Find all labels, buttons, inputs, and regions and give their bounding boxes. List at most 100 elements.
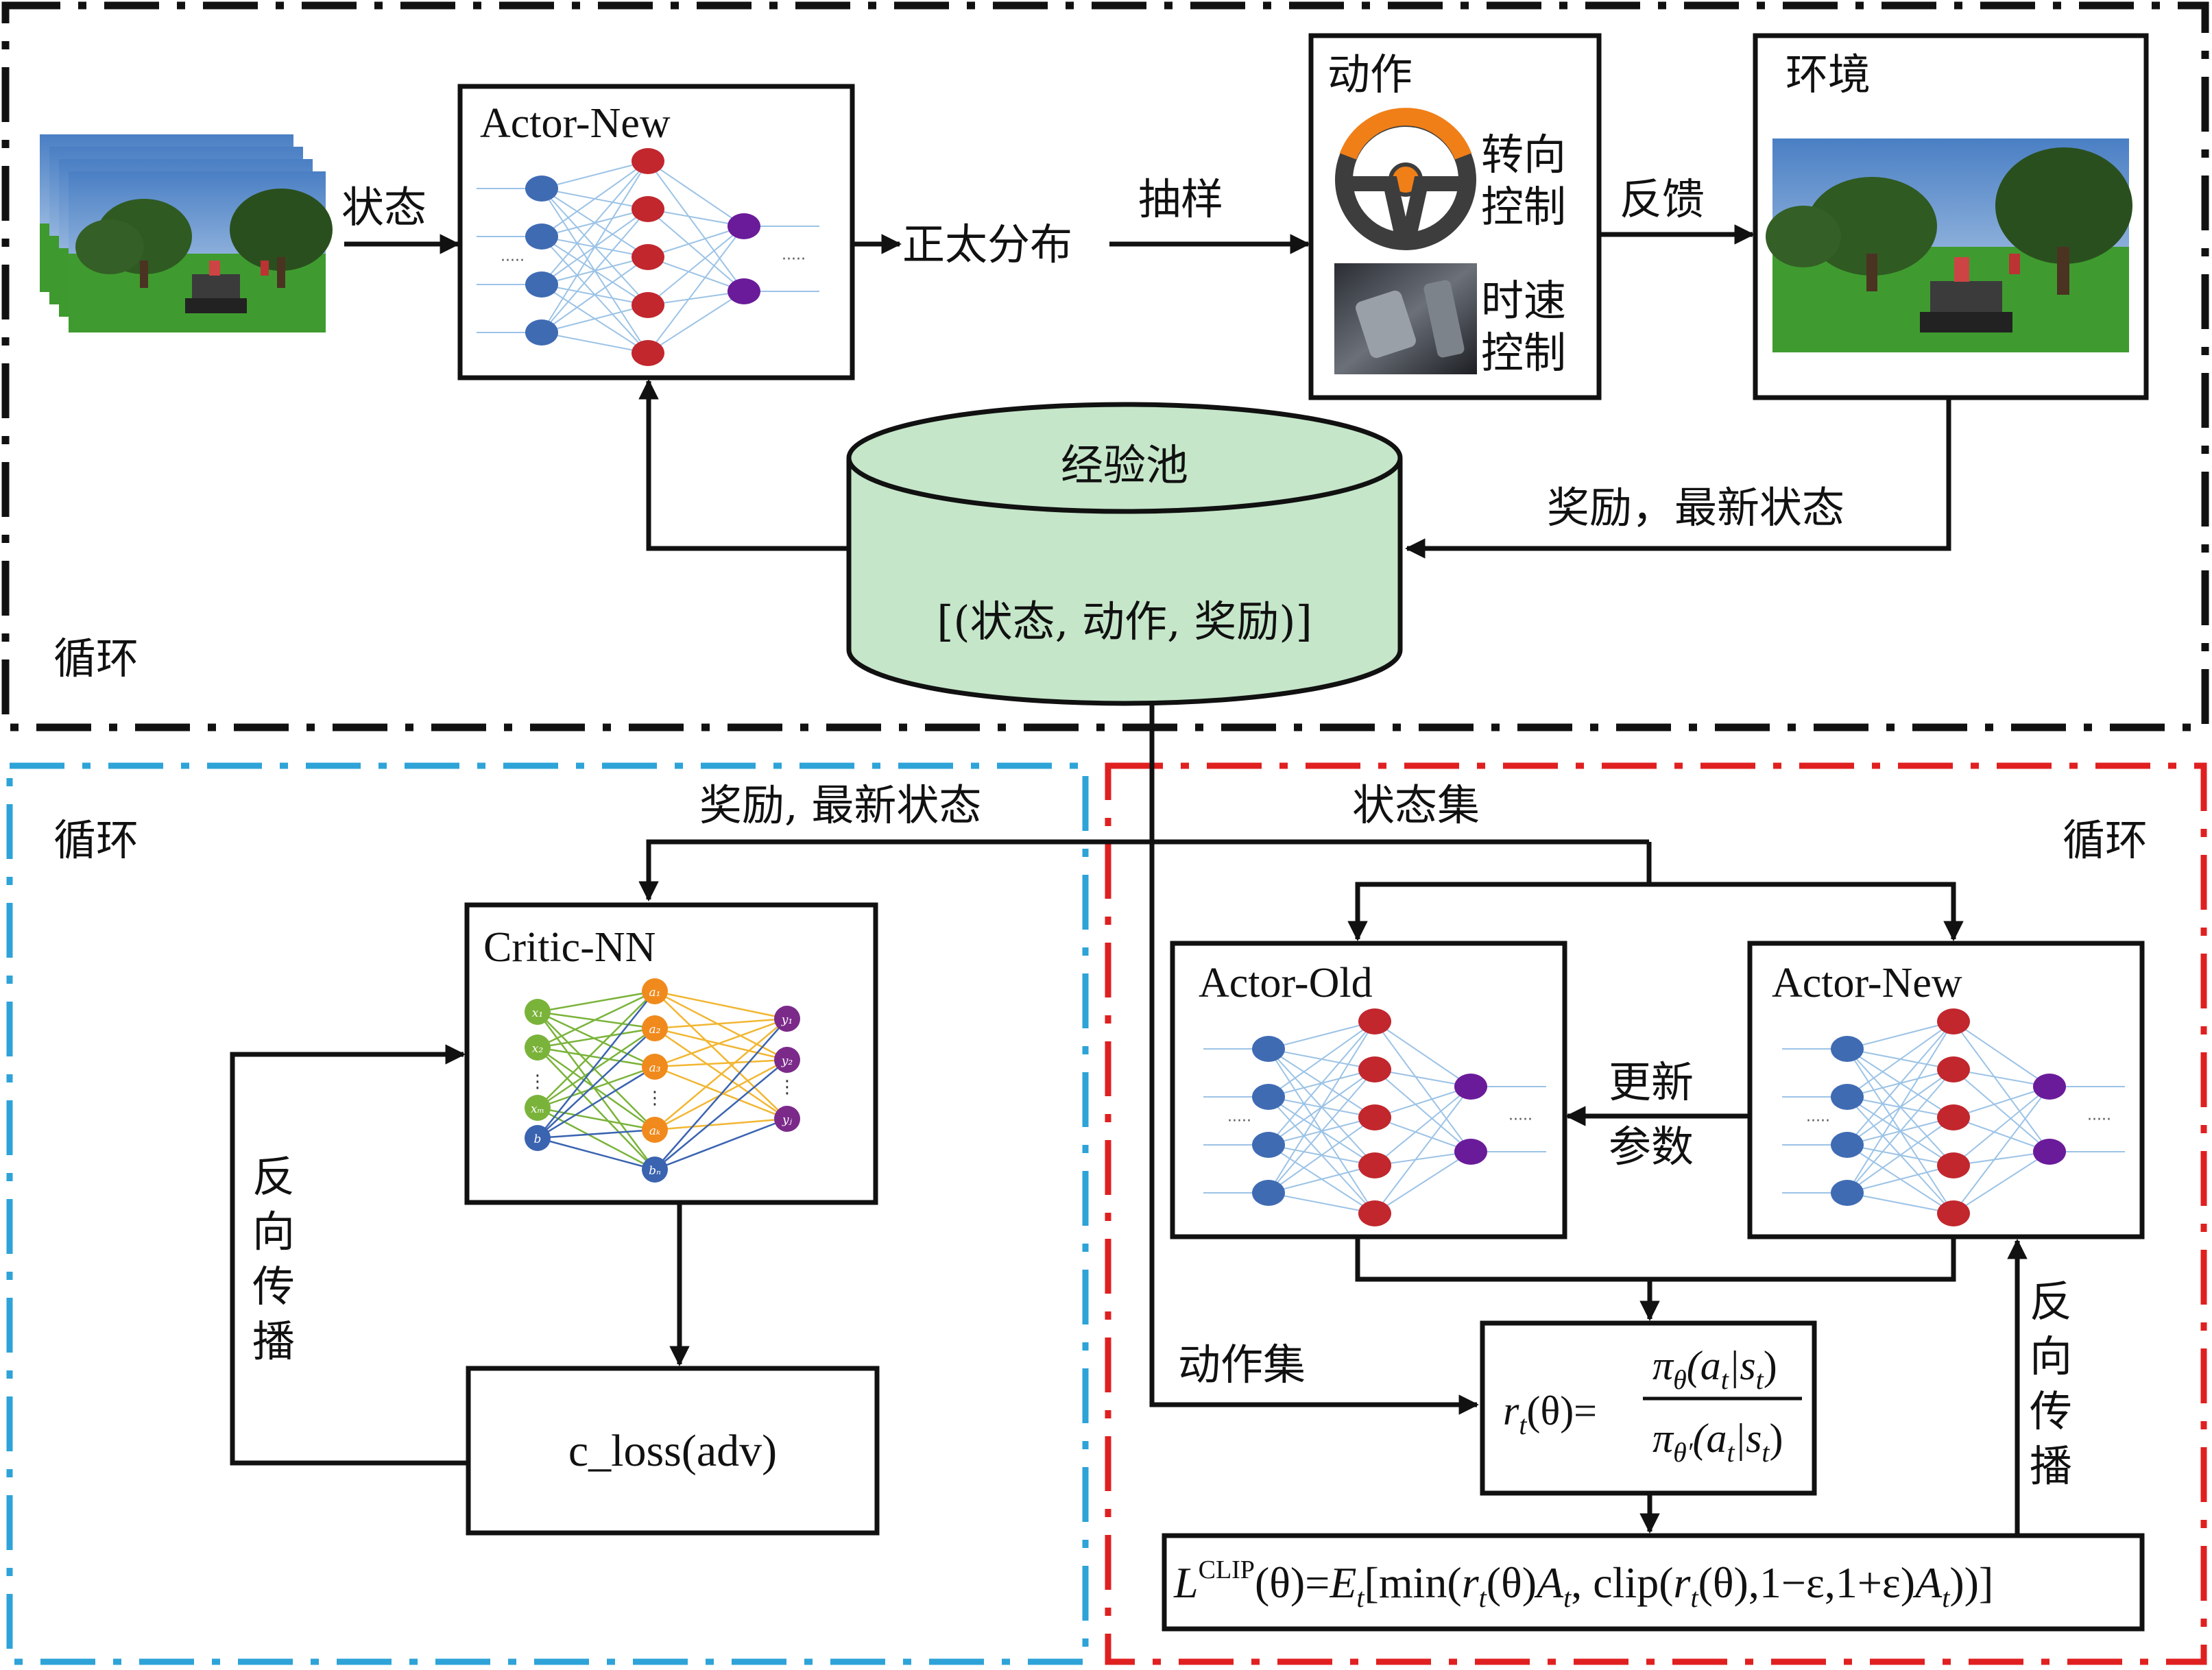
state-set-to-new-arrow bbox=[1649, 882, 1964, 941]
svg-text:反: 反 bbox=[2030, 1276, 2072, 1327]
actor-backprop-label: 反 向 传 播 bbox=[2030, 1276, 2072, 1491]
action-set-label: 动作集 bbox=[1178, 1340, 1306, 1390]
critic-node-label: bₙ bbox=[649, 1164, 661, 1178]
svg-text:播: 播 bbox=[252, 1316, 295, 1366]
pedal-image bbox=[1334, 263, 1477, 374]
actor-old-box bbox=[1170, 941, 1567, 1239]
critic-node-label: x₂ bbox=[532, 1042, 544, 1056]
speed-label-2: 控制 bbox=[1481, 328, 1566, 378]
ratio-formula-box bbox=[1480, 1320, 1817, 1496]
ellipsis: ⋮ bbox=[778, 1077, 796, 1098]
critic-node bbox=[642, 1117, 668, 1143]
env-to-pool-arrow bbox=[1405, 398, 1951, 559]
critic-node bbox=[525, 1095, 551, 1121]
hidden-neuron bbox=[1358, 1104, 1391, 1130]
clip-formula-box bbox=[1162, 1533, 2145, 1632]
reward-to-critic-arrow bbox=[638, 839, 1649, 901]
input-neuron bbox=[1831, 1084, 1864, 1110]
steering-label-2: 控制 bbox=[1481, 182, 1566, 232]
critic-loss-box bbox=[466, 1366, 880, 1536]
output-neuron bbox=[1454, 1074, 1487, 1100]
actor-loop-frame bbox=[1105, 762, 2207, 1665]
replay-pool-cylinder bbox=[846, 402, 1403, 706]
actor-old-network: ·········· bbox=[1203, 1008, 1546, 1226]
input-neuron bbox=[525, 319, 558, 346]
output-neuron bbox=[728, 278, 760, 304]
steering-label-1: 转向 bbox=[1481, 130, 1566, 180]
output-neuron bbox=[2033, 1074, 2066, 1100]
hidden-neuron bbox=[1358, 1200, 1391, 1226]
critic-node-label: xₘ bbox=[531, 1102, 544, 1116]
replay-pool-title: 经验池 bbox=[1061, 440, 1188, 490]
critic-node-label: aₖ bbox=[649, 1124, 660, 1138]
svg-text:·····: ····· bbox=[1508, 1111, 1532, 1128]
clip-formula: LCLIP(θ)=Et[min(rt(θ)At, clip(rt(θ),1−ε,… bbox=[1173, 1556, 1993, 1613]
actor-loop-label: 循环 bbox=[2063, 815, 2148, 865]
state-set-label: 状态集 bbox=[1352, 780, 1480, 830]
ellipsis: ⋮ bbox=[529, 1072, 546, 1092]
normal-dist-label: 正太分布 bbox=[902, 219, 1072, 269]
input-neuron bbox=[1831, 1036, 1864, 1062]
speed-label-1: 时速 bbox=[1481, 276, 1566, 326]
actor-new-top-box bbox=[457, 84, 855, 380]
output-neuron bbox=[2033, 1139, 2066, 1165]
reward-latest-state-top-label: 奖励，最新状态 bbox=[1547, 483, 1844, 533]
actor-new-bottom-box bbox=[1747, 941, 2145, 1239]
critic-node-label: y₂ bbox=[781, 1054, 793, 1068]
steering-wheel-icon bbox=[1335, 108, 1476, 250]
hidden-neuron bbox=[1937, 1056, 1970, 1082]
critic-node-label: a₂ bbox=[649, 1023, 661, 1037]
input-neuron bbox=[525, 176, 558, 202]
input-neuron bbox=[525, 271, 558, 298]
critic-backprop-label: 反 向 传 播 bbox=[252, 1152, 295, 1366]
svg-text:·····: ····· bbox=[1806, 1113, 1830, 1130]
critic-node-label: a₃ bbox=[649, 1061, 661, 1075]
critic-loop-label: 循环 bbox=[53, 815, 139, 865]
hidden-neuron bbox=[632, 340, 664, 366]
input-neuron bbox=[1831, 1132, 1864, 1158]
input-neuron bbox=[1252, 1036, 1285, 1062]
svg-text:πθ′(at|st): πθ′(at|st) bbox=[1652, 1416, 1783, 1468]
top-loop-frame bbox=[1, 1, 2209, 731]
input-neuron bbox=[1831, 1180, 1864, 1206]
pool-to-actor-arrow bbox=[638, 379, 849, 551]
critic-node bbox=[525, 999, 551, 1025]
svg-text:传: 传 bbox=[252, 1261, 295, 1311]
hidden-neuron bbox=[1937, 1200, 1970, 1226]
hidden-neuron bbox=[632, 292, 664, 318]
replay-pool-content: [(状态, 动作, 奖励)] bbox=[937, 596, 1312, 646]
svg-text:·····: ····· bbox=[2087, 1111, 2111, 1128]
actor-new-top-network: ·········· bbox=[477, 148, 819, 366]
svg-text:·····: ····· bbox=[782, 251, 806, 268]
hidden-neuron bbox=[1358, 1056, 1391, 1082]
ellipsis: ⋮ bbox=[646, 1088, 664, 1109]
output-neuron bbox=[728, 213, 760, 239]
svg-text:播: 播 bbox=[2030, 1441, 2072, 1491]
actor-new-bottom-title: Actor-New bbox=[1772, 960, 1962, 1006]
actor-new-top-title: Actor-New bbox=[480, 100, 671, 147]
input-neuron bbox=[525, 223, 558, 250]
actor-new-bottom-network: ····· ····· bbox=[1782, 1008, 2125, 1226]
ratio-formula: rt(θ)= πθ(at|st) πθ′(at|st) bbox=[1503, 1343, 1802, 1468]
svg-text:向: 向 bbox=[252, 1207, 295, 1257]
input-neuron bbox=[1252, 1180, 1285, 1206]
svg-text:rt(θ)=: rt(θ)= bbox=[1503, 1388, 1597, 1440]
critic-nn-title: Critic-NN bbox=[483, 924, 656, 971]
critic-node-label: a₁ bbox=[649, 986, 661, 1000]
hidden-neuron bbox=[632, 196, 664, 222]
svg-text:πθ(at|st): πθ(at|st) bbox=[1652, 1343, 1777, 1395]
environment-image bbox=[1766, 138, 2132, 352]
reward-latest-state-critic-label: 奖励, 最新状态 bbox=[699, 780, 981, 830]
update-params-label-2: 参数 bbox=[1609, 1122, 1694, 1172]
state-label: 状态 bbox=[341, 182, 426, 232]
hidden-neuron bbox=[632, 244, 664, 270]
actor-old-title: Actor-Old bbox=[1199, 960, 1373, 1006]
critic-loop-frame bbox=[6, 762, 1089, 1665]
critic-node bbox=[642, 978, 668, 1004]
input-neuron bbox=[1252, 1084, 1285, 1110]
critic-nn-box bbox=[464, 902, 878, 1205]
feedback-label: 反馈 bbox=[1620, 174, 1705, 224]
critic-node bbox=[774, 1106, 800, 1132]
